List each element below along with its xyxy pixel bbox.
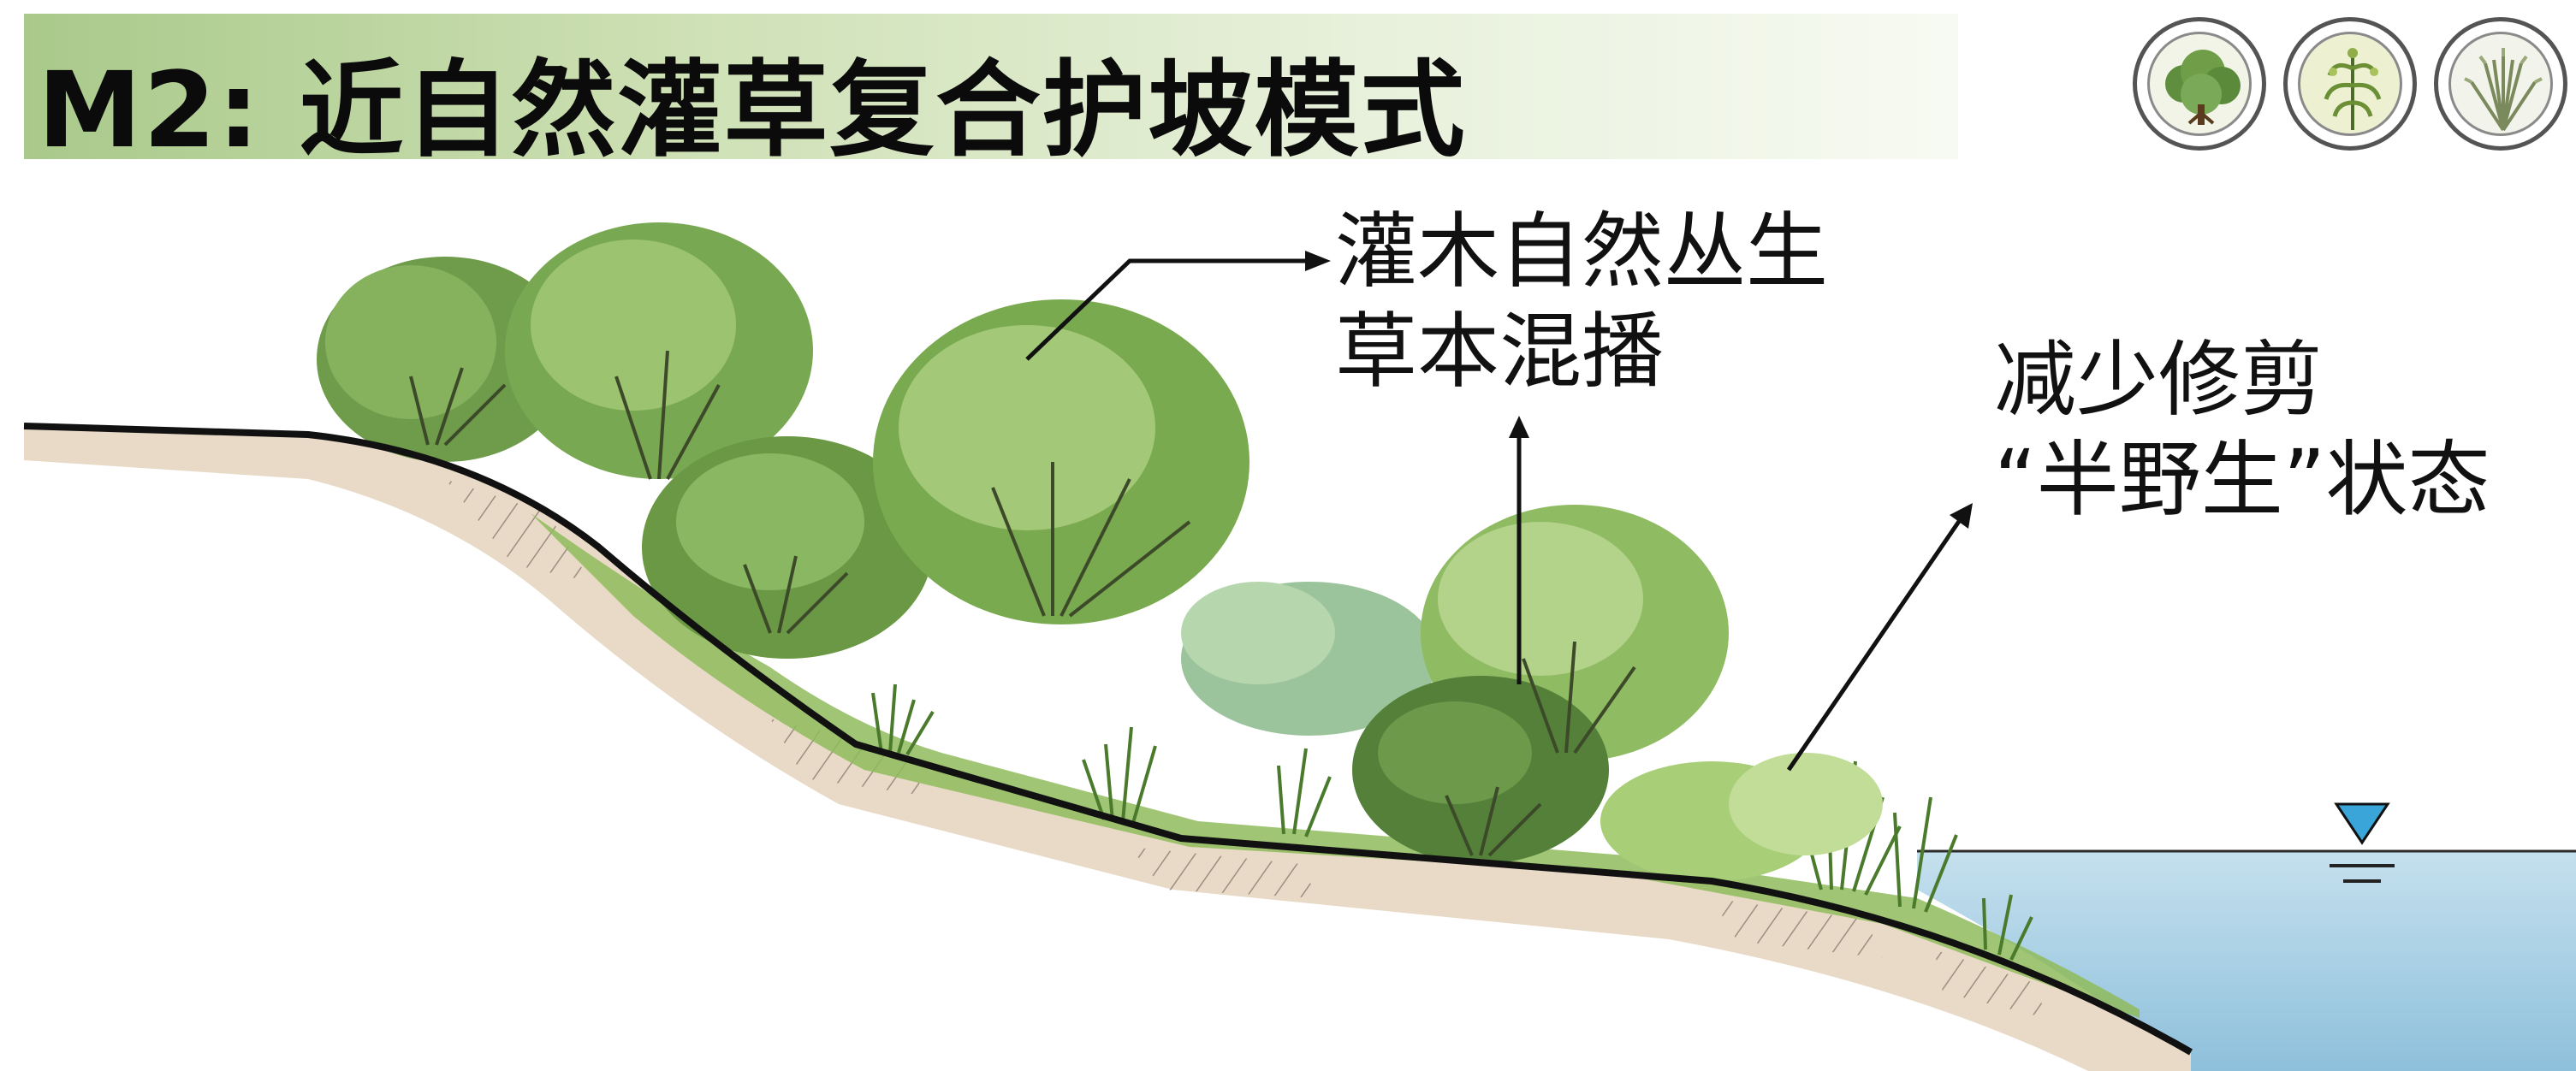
shrub-growth-label-line2: 草本混播 (1335, 304, 1664, 400)
pruning-label-line1: 减少修剪 (1994, 332, 2323, 428)
pruning-label: 减少修剪 “半野生”状态 (1994, 330, 2490, 530)
annotation-arrows (1025, 251, 1973, 772)
hatch-patch (445, 479, 591, 582)
herb-plant-icon (2324, 48, 2382, 130)
shrub-cluster-right (1600, 753, 1883, 881)
soil-layer (24, 426, 2191, 1071)
shrub-cluster-left (317, 222, 933, 659)
page-title: M2: 近自然灌草复合护坡模式 (38, 50, 1467, 171)
pruning-label-line2: “半野生”状态 (1994, 432, 2490, 529)
water-level-symbol (2330, 802, 2395, 883)
shrub-badge (2133, 17, 2266, 151)
water-body (1917, 851, 2576, 1071)
herb-badge (2283, 17, 2417, 151)
ground-vegetation (531, 513, 2140, 1018)
shrub-icon (2165, 50, 2241, 125)
shrub-branches (409, 350, 1636, 857)
hatch-patch (1712, 898, 1883, 958)
arrow-shrub (1025, 258, 1305, 361)
shrub-cluster-center (873, 299, 1729, 864)
shrub-growth-label-line1: 灌木自然丛生 (1335, 204, 1828, 299)
shrub-growth-label: 灌木自然丛生 草本混播 (1335, 202, 1828, 402)
bank-outline (23, 423, 2193, 1056)
grass-badge (2434, 17, 2567, 151)
title-band (24, 14, 1958, 159)
hatch-patch (1934, 950, 2045, 1018)
arrow-pruning (1786, 518, 1962, 772)
hatch-patch (1130, 847, 1318, 898)
grass-icon (2464, 48, 2543, 132)
